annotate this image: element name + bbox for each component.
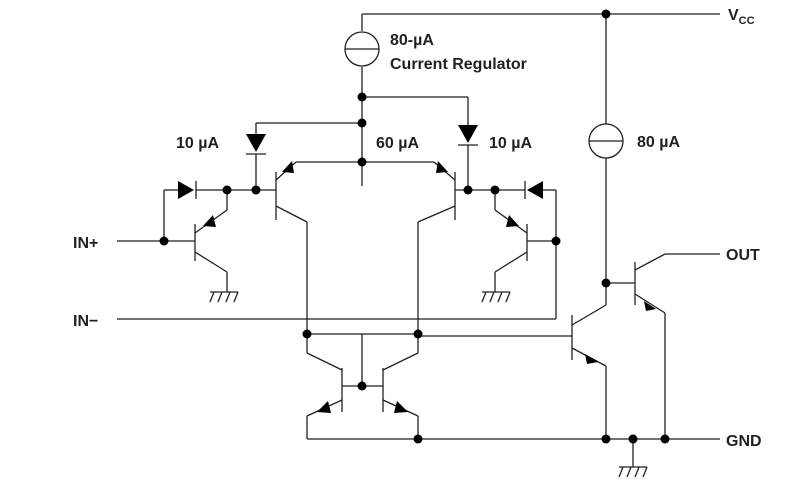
right-diode-current-label: 10 µA	[489, 135, 532, 152]
vcc-label: VCC	[728, 7, 755, 27]
left-diode-current-label: 10 µA	[176, 135, 219, 152]
input-wires	[117, 240, 556, 320]
in-plus-label: IN+	[73, 235, 98, 252]
in-minus-label: IN−	[73, 313, 98, 330]
right-ground-symbol	[481, 291, 511, 303]
input-plus-clamp-diode	[163, 181, 276, 241]
current-mirror	[306, 333, 419, 440]
right-emitter-follower-transistor	[494, 190, 556, 292]
junction-dots	[159, 9, 670, 444]
output-source-current-label: 80 µA	[637, 134, 680, 151]
left-emitter-follower-transistor	[164, 190, 228, 292]
left-input-transistor	[275, 161, 308, 334]
right-diode	[458, 125, 478, 190]
vcc-rail	[255, 13, 720, 283]
tail-current-label: 60 µA	[376, 135, 419, 152]
right-input-transistor	[417, 161, 456, 334]
regulator-value-label: 80-µA	[390, 32, 434, 49]
current-regulator-symbol	[344, 31, 380, 67]
gnd-rail	[418, 438, 720, 467]
out-label: OUT	[726, 247, 760, 264]
left-diode	[246, 134, 266, 190]
bottom-ground-symbol	[618, 466, 648, 478]
input-minus-clamp-diode	[455, 181, 557, 319]
gnd-label: GND	[726, 433, 762, 450]
output-current-source-symbol	[588, 123, 624, 159]
left-ground-symbol	[209, 291, 239, 303]
output-stage	[418, 253, 720, 439]
regulator-name-label: Current Regulator	[390, 56, 527, 73]
